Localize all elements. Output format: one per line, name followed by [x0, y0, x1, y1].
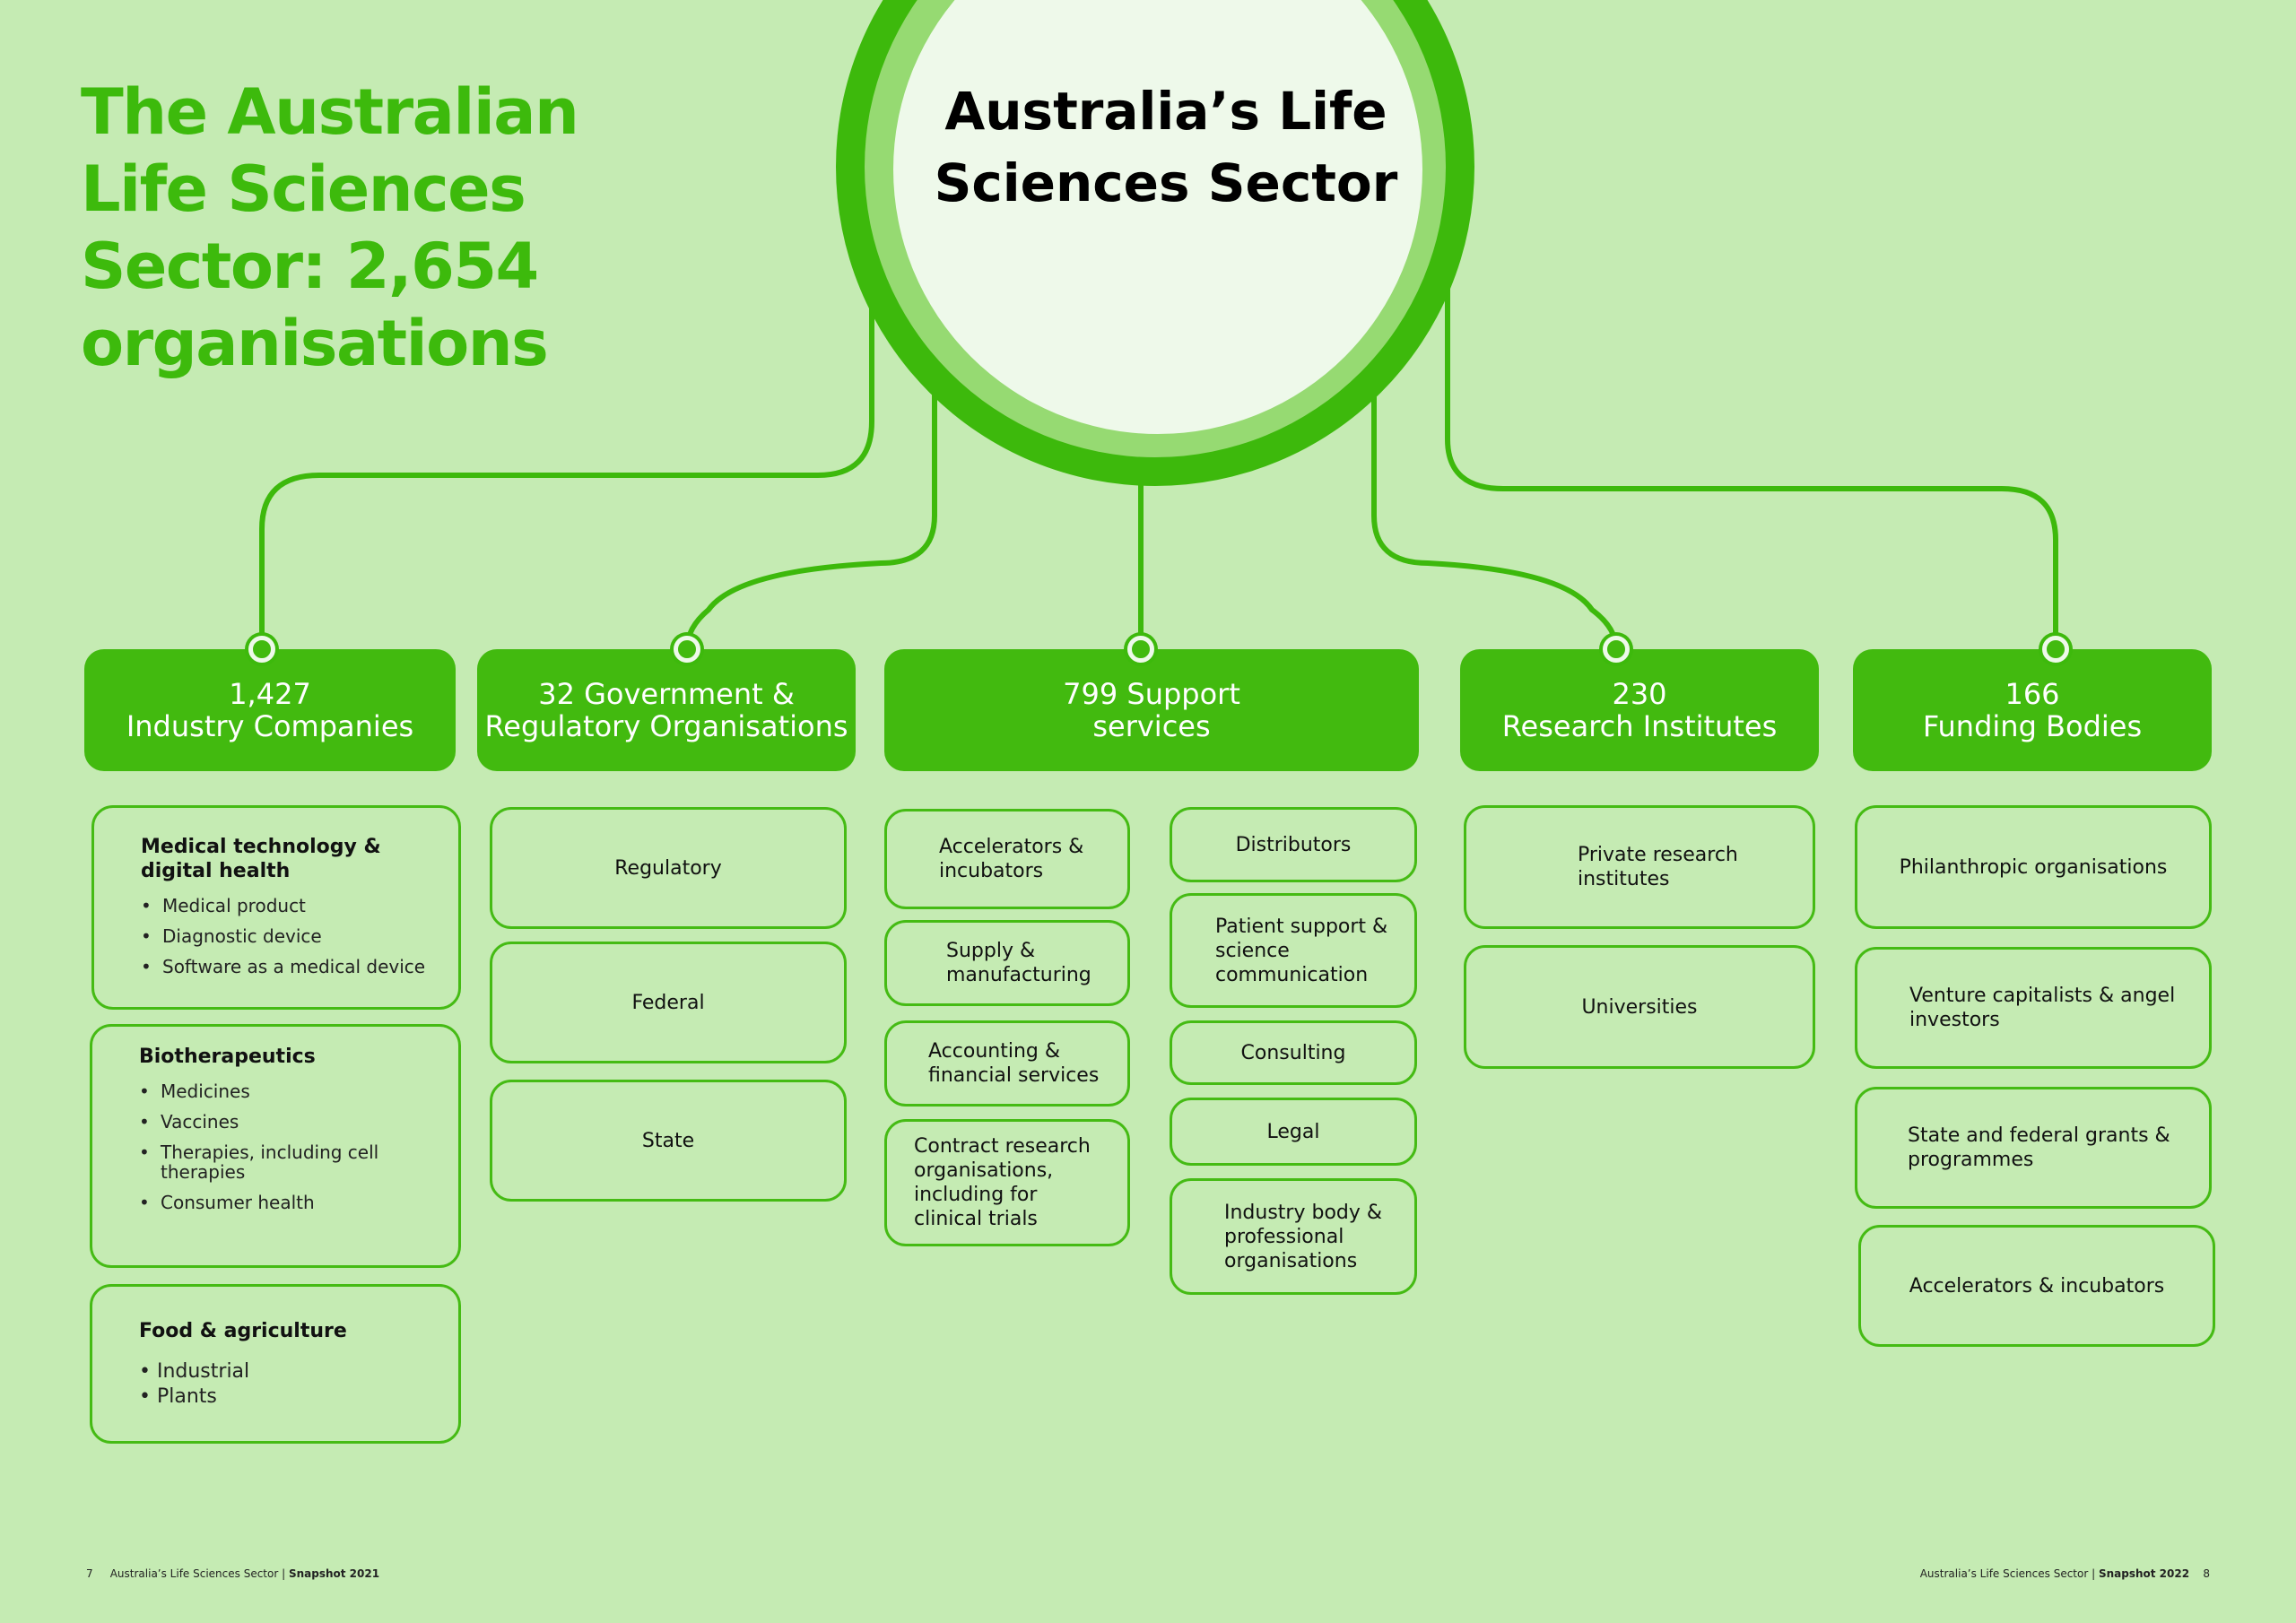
hub-circle-inner	[893, 0, 1422, 434]
connector-funding	[1445, 269, 2058, 649]
category-label: Industry Companies	[126, 709, 414, 743]
list-item: • Plants	[139, 1384, 217, 1408]
government-box-state: State	[490, 1080, 847, 1202]
connector-node-research	[1603, 636, 1630, 663]
funding-box-accelerators: Accelerators & incubators	[1858, 1225, 2215, 1347]
support-box-accelerators: Accelerators & incubators	[884, 809, 1130, 909]
box-label: Distributors	[1235, 833, 1352, 856]
support-box-patient-support: Patient support & science communication	[1170, 893, 1417, 1008]
page-headline: The Australian Life Sciences Sector: 2,6…	[81, 75, 579, 380]
list-item: Diagnostic device	[141, 926, 425, 946]
box-label: Accelerators & incubators	[1909, 1274, 2165, 1298]
connector-node-funding	[2042, 636, 2069, 663]
support-box-industry-body: Industry body & professional organisatio…	[1170, 1178, 1417, 1295]
connector-node-industry	[248, 636, 275, 663]
box-label: Federal	[631, 991, 705, 1014]
item-list: Medical product Diagnostic device Softwa…	[141, 896, 425, 987]
government-box-regulatory: Regulatory	[490, 807, 847, 929]
page-number: 8	[2203, 1567, 2210, 1580]
box-label: State	[641, 1129, 695, 1152]
industry-biotherapeutics-box: Biotherapeutics Medicines Vaccines Thera…	[90, 1024, 461, 1268]
support-box-accounting: Accounting & financial services	[884, 1020, 1130, 1107]
support-box-distributors: Distributors	[1170, 807, 1417, 882]
category-funding-bodies: 166 Funding Bodies	[1853, 649, 2212, 771]
connector-industry	[259, 269, 874, 649]
list-item: Therapies, including cell therapies	[139, 1142, 440, 1182]
box-label: Patient support & science communication	[1215, 915, 1388, 986]
category-count: 166	[2005, 677, 2060, 711]
category-label: services	[1092, 709, 1211, 743]
box-label: Industry body & professional organisatio…	[1224, 1201, 1383, 1272]
category-industry-companies: 1,427 Industry Companies	[84, 649, 456, 771]
funding-box-philanthropic: Philanthropic organisations	[1855, 805, 2212, 929]
footer-edition: Snapshot 2022	[2098, 1567, 2190, 1580]
box-label: Consulting	[1240, 1041, 1346, 1064]
box-title: Medical technology & digital health	[141, 836, 381, 882]
box-title: Food & agriculture	[139, 1319, 347, 1342]
category-support-services: 799 Support services	[884, 649, 1419, 771]
box-label: Universities	[1581, 995, 1698, 1019]
footer-edition: Snapshot 2021	[288, 1567, 380, 1580]
category-government-regulatory: 32 Government & Regulatory Organisations	[477, 649, 856, 771]
support-box-contract-research: Contract research organisations, includi…	[884, 1119, 1130, 1246]
hub-title: Australia’s Life Sciences Sector	[934, 81, 1398, 213]
box-title: Biotherapeutics	[139, 1046, 316, 1068]
footer-title: Australia’s Life Sciences Sector |	[109, 1567, 286, 1580]
category-research-institutes: 230 Research Institutes	[1460, 649, 1819, 771]
connector-research	[1371, 377, 1619, 650]
category-label: Regulatory Organisations	[484, 709, 848, 743]
box-label: Accelerators & incubators	[939, 836, 1084, 882]
box-label: State and federal grants & programmes	[1908, 1124, 2170, 1171]
connector-government	[684, 377, 937, 650]
list-item: Vaccines	[139, 1112, 440, 1132]
category-count: 799 Support	[1063, 677, 1240, 711]
industry-food-agriculture-box: Food & agriculture • Industrial • Plants	[90, 1284, 461, 1444]
box-label: Contract research organisations, includi…	[914, 1135, 1091, 1230]
category-count: 32 Government &	[538, 677, 795, 711]
funding-box-grants: State and federal grants & programmes	[1855, 1087, 2212, 1209]
funding-box-venture-capital: Venture capitalists & angel investors	[1855, 947, 2212, 1069]
box-label: Legal	[1266, 1120, 1320, 1143]
research-box-private: Private research institutes	[1464, 805, 1815, 929]
support-box-supply-manufacturing: Supply & manufacturing	[884, 920, 1130, 1006]
footer-right: Australia’s Life Sciences Sector | Snaps…	[1920, 1567, 2210, 1580]
category-count: 230	[1612, 677, 1667, 711]
category-label: Funding Bodies	[1922, 709, 2143, 743]
box-label: Private research institutes	[1578, 844, 1738, 890]
category-label: Research Institutes	[1501, 709, 1778, 743]
list-item: • Industrial	[139, 1359, 250, 1383]
box-label: Regulatory	[614, 856, 722, 880]
page-number: 7	[86, 1567, 93, 1580]
box-label: Accounting & financial services	[928, 1040, 1100, 1087]
category-count: 1,427	[229, 677, 311, 711]
research-box-universities: Universities	[1464, 945, 1815, 1069]
list-item: Medicines	[139, 1081, 440, 1101]
list-item: Software as a medical device	[141, 957, 425, 976]
item-list: Medicines Vaccines Therapies, including …	[139, 1081, 440, 1223]
connector-node-government	[674, 636, 700, 663]
list-item: Consumer health	[139, 1193, 440, 1212]
government-box-federal: Federal	[490, 942, 847, 1063]
connector-node-support	[1127, 636, 1154, 663]
footer-title: Australia’s Life Sciences Sector |	[1919, 1567, 2096, 1580]
box-label: Philanthropic organisations	[1899, 855, 2168, 879]
item-list: • Industrial • Plants	[139, 1359, 249, 1410]
support-box-legal: Legal	[1170, 1098, 1417, 1166]
list-item: Medical product	[141, 896, 425, 916]
box-label: Venture capitalists & angel investors	[1909, 985, 2176, 1031]
box-label: Supply & manufacturing	[946, 940, 1091, 986]
support-box-consulting: Consulting	[1170, 1020, 1417, 1085]
footer-left: 7 Australia’s Life Sciences Sector | Sna…	[86, 1567, 379, 1580]
industry-medtech-box: Medical technology & digital health Medi…	[91, 805, 461, 1010]
